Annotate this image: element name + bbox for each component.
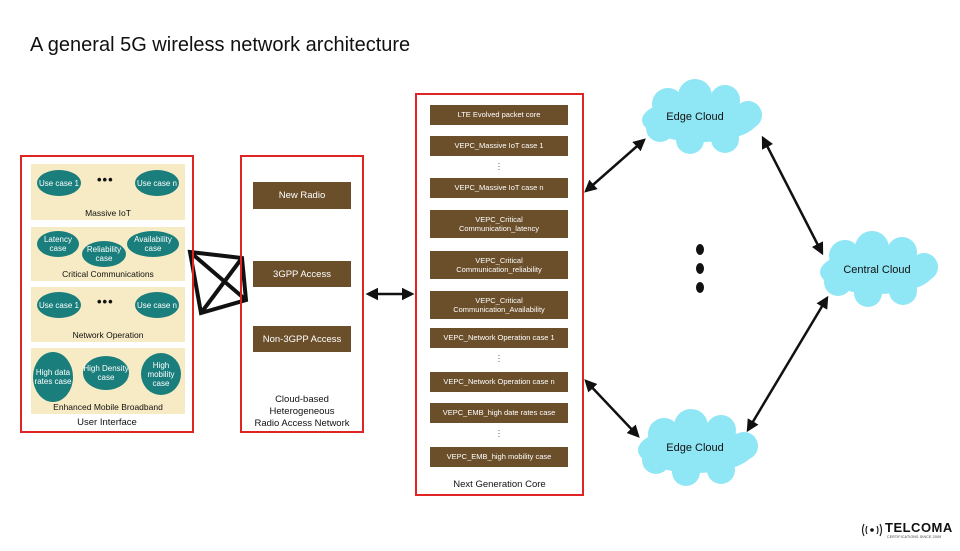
massive-iot-panel: Use case 1 ••• Use case n Massive IoT: [31, 164, 185, 220]
new-radio-block: New Radio: [253, 182, 351, 209]
vertical-ellipsis: ···: [497, 351, 501, 366]
central-cloud-label: Central Cloud: [843, 264, 911, 276]
network-operation-panel: Use case 1 ••• Use case n Network Operat…: [31, 287, 185, 342]
reliability-case-oval: Reliability case: [82, 241, 126, 267]
ellipsis-dots: •••: [97, 294, 114, 309]
ran-caption-line2: Heterogeneous: [269, 406, 335, 417]
user-interface-caption: User Interface: [77, 417, 137, 428]
core-item: VEPC_Network Operation case n: [430, 372, 568, 392]
enhanced-mobile-broadband-panel: High data rates case High Density case H…: [31, 348, 185, 414]
availability-case-oval: Availability case: [127, 231, 179, 257]
ellipsis-dot: [696, 282, 704, 293]
core-edge-bottom-arrow: [584, 379, 640, 438]
ellipsis-dot: [696, 244, 704, 255]
latency-case-oval: Latency case: [37, 231, 79, 257]
use-case-1-oval: Use case 1: [37, 170, 81, 196]
network-operation-label: Network Operation: [72, 330, 144, 340]
edge-cloud-bottom-label: Edge Cloud: [666, 442, 724, 454]
3gpp-access-block: 3GPP Access: [253, 261, 351, 287]
critical-communications-panel: Latency case Reliability case Availabili…: [31, 227, 185, 281]
crossed-link-icon: [187, 249, 249, 316]
page-title: A general 5G wireless network architectu…: [30, 34, 411, 56]
edge-cloud-top-label: Edge Cloud: [666, 111, 724, 123]
non-3gpp-access-block: Non-3GPP Access: [253, 326, 351, 352]
ellipsis-dot: [696, 263, 704, 274]
core-item: VEPC_EMB_high mobility case: [430, 447, 568, 467]
edge-cloud-top-icon: [642, 79, 762, 154]
high-data-rates-case-oval: High data rates case: [33, 352, 73, 402]
core-edge-top-arrow: [584, 138, 646, 193]
central-edge-bottom-arrow: [746, 295, 829, 433]
ran-caption-line1: Cloud-based: [275, 394, 329, 405]
high-mobility-case-oval: High mobility case: [141, 353, 181, 395]
core-frame: [415, 93, 584, 496]
core-item: VEPC_Critical Communication_Availability: [430, 291, 568, 319]
logo-tagline: CERTIFICATIONS SINCE 2009: [887, 535, 942, 539]
edge-cloud-bottom-icon: [638, 409, 758, 486]
use-case-1-oval: Use case 1: [37, 292, 81, 318]
vertical-ellipsis: ···: [497, 426, 501, 441]
high-density-case-oval: High Density case: [83, 356, 129, 390]
core-item: VEPC_Critical Communication_latency: [430, 210, 568, 238]
logo-name: TELCOMA: [885, 520, 953, 535]
core-item: VEPC_Massive IoT case n: [430, 178, 568, 198]
vertical-ellipsis: ···: [497, 159, 501, 174]
edge-top-central-arrow: [761, 135, 824, 256]
massive-iot-label: Massive IoT: [85, 208, 131, 218]
core-caption: Next Generation Core: [453, 479, 546, 490]
core-item: VEPC_Massive IoT case 1: [430, 136, 568, 156]
core-item: VEPC_Critical Communication_reliability: [430, 251, 568, 279]
core-item: VEPC_Network Operation case 1: [430, 328, 568, 348]
core-item: VEPC_EMB_high date rates case: [430, 403, 568, 423]
ellipsis-dots: •••: [97, 172, 114, 187]
central-cloud-icon: [820, 231, 938, 307]
core-item: LTE Evolved packet core: [430, 105, 568, 125]
telcoma-logo-icon: [861, 523, 883, 537]
enhanced-mobile-broadband-label: Enhanced Mobile Broadband: [53, 402, 163, 412]
ran-frame: [240, 155, 364, 433]
user-interface-frame: [20, 155, 194, 433]
use-case-n-oval: Use case n: [135, 292, 179, 318]
use-case-n-oval: Use case n: [135, 170, 179, 196]
ran-caption-line3: Radio Access Network: [254, 418, 350, 429]
critical-communications-label: Critical Communications: [62, 269, 154, 279]
